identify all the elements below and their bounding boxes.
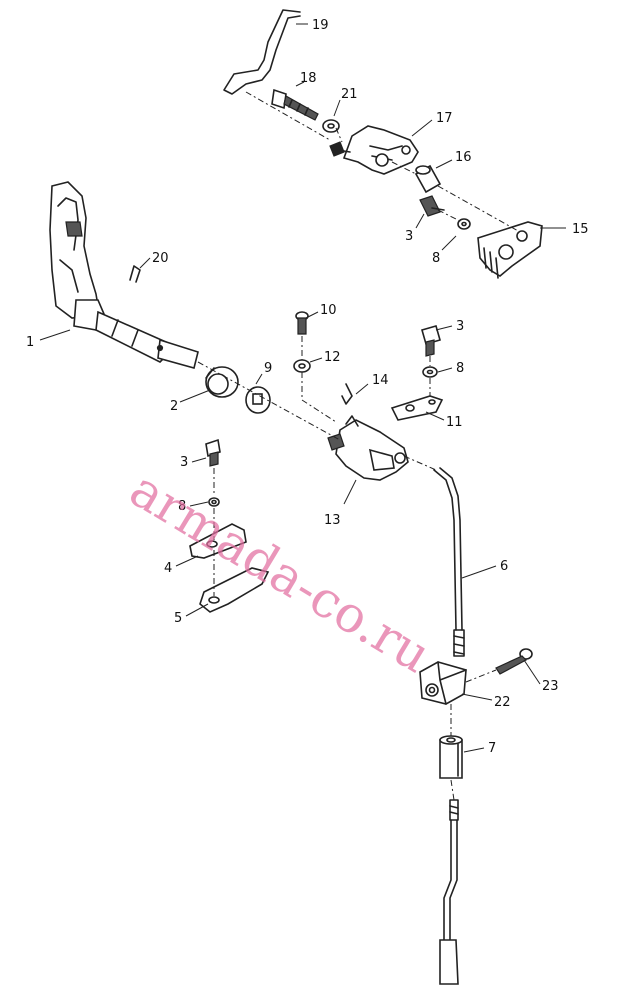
part-21-washer [322,119,340,133]
part-5-plate [199,567,270,613]
part-13-main-bracket [327,415,409,481]
part-19-wire-rod [223,9,301,95]
part-20-clip [129,265,141,283]
callout-18: 18 [300,71,317,86]
part-2-bushing [205,366,239,398]
leader-lines [39,23,566,753]
part-18-bolt [271,88,319,121]
part-8-washer-left [208,497,220,507]
callout-3-left: 3 [180,455,188,470]
part-9-washer [245,386,271,414]
part-16-sleeve [414,164,442,194]
part-10-screw [295,311,309,335]
part-11-plate [390,395,444,421]
callout-16: 16 [455,150,472,165]
callout-17: 17 [436,111,453,126]
assembly-centerlines [197,91,521,801]
part-1-shift-lever [49,181,199,369]
part-6-rod [433,467,465,657]
callout-8-left: 8 [178,499,186,514]
part-22-block [419,661,467,705]
callout-20: 20 [152,251,169,266]
callout-labels: 19 18 21 17 16 3 8 15 20 1 2 9 10 12 14 … [26,18,589,756]
callout-3-right: 3 [456,319,464,334]
callout-12: 12 [324,350,341,365]
callout-14: 14 [372,373,389,388]
part-8-washer-upper [457,218,471,230]
callout-11: 11 [446,415,463,430]
callout-5: 5 [174,611,182,626]
callout-2: 2 [170,399,178,414]
callout-7: 7 [488,741,496,756]
callout-3-upper: 3 [405,229,413,244]
callout-19: 19 [312,18,329,33]
part-3-bolt-upper [419,195,445,217]
part-8-washer-right [422,366,438,378]
lower-shift-rod [439,799,459,985]
callout-6: 6 [500,559,508,574]
callout-23: 23 [542,679,559,694]
part-4-plate [189,523,247,559]
part-23-screw [495,648,533,675]
callout-21: 21 [341,87,358,102]
callout-10: 10 [320,303,337,318]
callout-8-upper: 8 [432,251,440,266]
callout-13: 13 [324,513,341,528]
callout-8-right: 8 [456,361,464,376]
callout-22: 22 [494,695,511,710]
part-7-sleeve [439,735,463,779]
callout-15: 15 [572,222,589,237]
part-12-washer [293,359,311,373]
callout-4: 4 [164,561,172,576]
part-17-upper-bracket [329,125,419,175]
callout-9: 9 [264,361,272,376]
part-3-bolt-right [421,325,441,357]
callout-1: 1 [26,335,34,350]
part-15-plate-bracket [477,221,543,279]
part-3-bolt-left [205,438,221,467]
part-14-cotter-clip [341,383,353,405]
